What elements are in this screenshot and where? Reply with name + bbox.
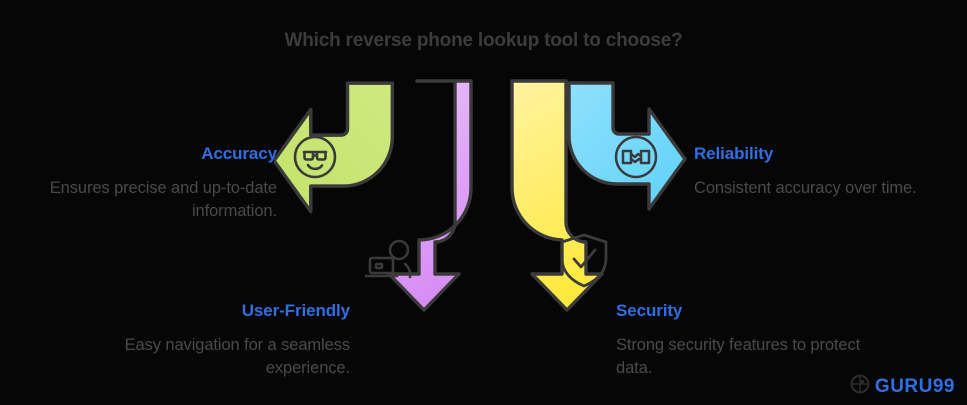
feature-label-accuracy: Accuracy: [201, 144, 277, 163]
shield-check-icon: [560, 233, 608, 288]
arrow-diagram: [274, 78, 689, 318]
page-title: Which reverse phone lookup tool to choos…: [284, 30, 683, 51]
guru99-wordmark: GURU99: [874, 376, 955, 397]
feature-label-reliability: Reliability: [694, 144, 774, 163]
feature-reliability: Reliability Consistent accuracy over tim…: [694, 144, 944, 200]
feature-security: Security Strong security features to pro…: [616, 301, 886, 379]
guru99-globe-icon: [850, 374, 870, 399]
person-laptop-icon: [364, 239, 412, 279]
sunglasses-smiley-icon: [293, 135, 337, 179]
arrow-reliability: [567, 81, 687, 211]
feature-description-accuracy: Ensures precise and up-to-date informati…: [49, 179, 277, 220]
feature-description-user-friendly: Easy navigation for a seamless experienc…: [124, 336, 350, 377]
arrow-accuracy: [274, 81, 395, 214]
guru99-logo[interactable]: GURU99: [850, 374, 955, 399]
feature-label-security: Security: [616, 301, 683, 320]
feature-user-friendly: User-Friendly Easy navigation for a seam…: [104, 301, 350, 379]
feature-label-user-friendly: User-Friendly: [241, 301, 350, 320]
feature-accuracy: Accuracy Ensures precise and up-to-date …: [0, 144, 277, 222]
feature-description-security: Strong security features to protect data…: [616, 336, 861, 377]
handshake-icon: [614, 135, 658, 179]
arrow-security: [510, 79, 608, 312]
feature-description-reliability: Consistent accuracy over time.: [694, 179, 917, 198]
arrow-user-friendly: [364, 79, 473, 312]
